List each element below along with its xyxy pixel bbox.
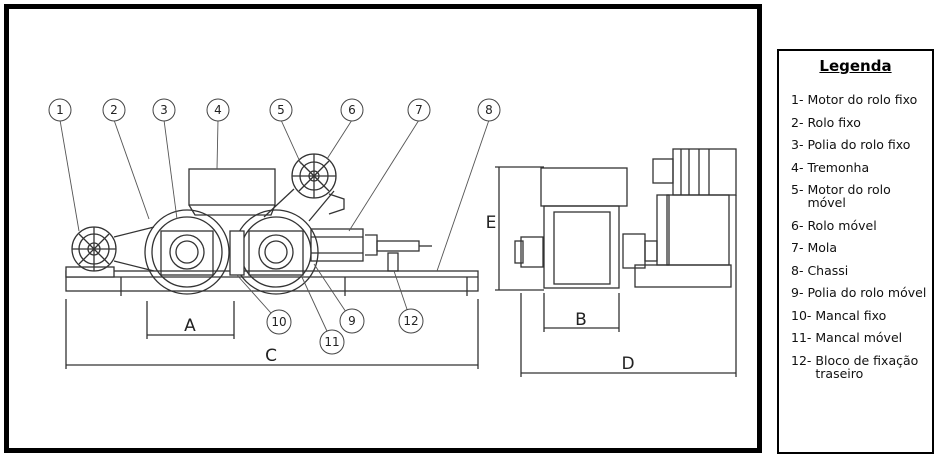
hopper-side [188, 168, 276, 216]
callout-5: 5 [277, 103, 285, 117]
legend-item: 2- Rolo fixo [791, 116, 932, 129]
spring-assembly [310, 228, 432, 272]
movable-roller-side [233, 209, 319, 295]
callout-1: 1 [56, 103, 64, 117]
callout-3: 3 [160, 103, 168, 117]
callout-6: 6 [348, 103, 356, 117]
legend-item: 12- Bloco de fixação traseiro [791, 354, 932, 380]
chassis-side [65, 266, 479, 296]
motor-fixed-roller [71, 226, 155, 272]
legend-item-number: 4- [791, 159, 808, 175]
dimension-label-b: B [575, 310, 587, 330]
dimension-label-d: D [621, 354, 634, 374]
legend-item-number: 12- [791, 352, 816, 368]
legend-item-number: 5- [791, 182, 808, 197]
legend-item-text: Bloco de fixação traseiro [815, 352, 919, 381]
legend-item: 8- Chassi [791, 264, 932, 277]
front-view [514, 148, 737, 289]
roller-crusher-diagram: 1 2 3 4 5 6 7 8 9 10 11 12 A C B D E [48, 98, 737, 377]
legend-title: Legenda [819, 57, 892, 75]
legend-item-text: Polia do rolo móvel [807, 285, 927, 300]
legend-item-text: Mola [807, 240, 838, 255]
legend-item-number: 9- [791, 285, 808, 300]
dimension-label-e: E [486, 213, 497, 233]
legend-item-number: 7- [791, 240, 808, 255]
legend-item: 4- Tremonha [791, 161, 932, 174]
legend-item-number: 8- [791, 262, 808, 278]
legend-item-text: Mancal móvel [815, 330, 903, 345]
motor-movable-roller [263, 153, 345, 222]
callout-2: 2 [110, 103, 118, 117]
dimension-label-c: C [265, 346, 277, 366]
callout-9: 9 [348, 314, 356, 328]
dimension-label-a: A [184, 316, 196, 336]
legend-item-text: Motor do rolo móvel [807, 182, 891, 210]
legend-item-text: Motor do rolo fixo [807, 92, 918, 107]
callout-12: 12 [403, 314, 418, 328]
legend-item-text: Polia do rolo fixo [807, 137, 911, 152]
legend-item: 9- Polia do rolo móvel [791, 286, 932, 299]
legend-item: 10- Mancal fixo [791, 309, 932, 322]
legend-item-text: Mancal fixo [815, 307, 887, 323]
dimension-b [543, 293, 620, 332]
dimension-d [520, 195, 737, 377]
legend-item: 3- Polia do rolo fixo [791, 138, 932, 151]
legend-item: 1- Motor do rolo fixo [791, 93, 932, 106]
dimension-e [495, 166, 544, 291]
legend-item: 7- Mola [791, 241, 932, 254]
legend-item-number: 10- [791, 307, 816, 323]
callout-10: 10 [271, 315, 286, 329]
callout-11: 11 [324, 335, 339, 349]
legend-item-number: 2- [791, 114, 808, 130]
technical-drawing: 1 2 3 4 5 6 7 8 9 10 11 12 A C B D E [4, 4, 762, 453]
legend-item-number: 6- [791, 217, 808, 233]
callout-4: 4 [214, 103, 222, 117]
legend-item-text: Tremonha [807, 159, 870, 175]
dimension-a [146, 301, 235, 339]
callout-7: 7 [415, 103, 423, 117]
legend-item-number: 11- [791, 330, 816, 345]
legend-list: 1- Motor do rolo fixo 2- Rolo fixo 3- Poli… [779, 93, 932, 380]
legend-item-text: Chassi [807, 262, 849, 278]
legend-item-number: 1- [791, 92, 808, 107]
callout-8: 8 [485, 103, 493, 117]
legend-item: 6- Rolo móvel [791, 219, 932, 232]
legend-item-number: 3- [791, 137, 808, 152]
legend-item: 5- Motor do rolo móvel [791, 183, 932, 209]
legend-item-text: Rolo móvel [807, 217, 877, 233]
legend-item-text: Rolo fixo [807, 114, 861, 130]
legend-panel: Legenda 1- Motor do rolo fixo 2- Rolo fix… [777, 49, 934, 454]
fixed-roller-side [144, 209, 230, 295]
dimension-c [65, 299, 479, 369]
legend-item: 11- Mancal móvel [791, 331, 932, 344]
